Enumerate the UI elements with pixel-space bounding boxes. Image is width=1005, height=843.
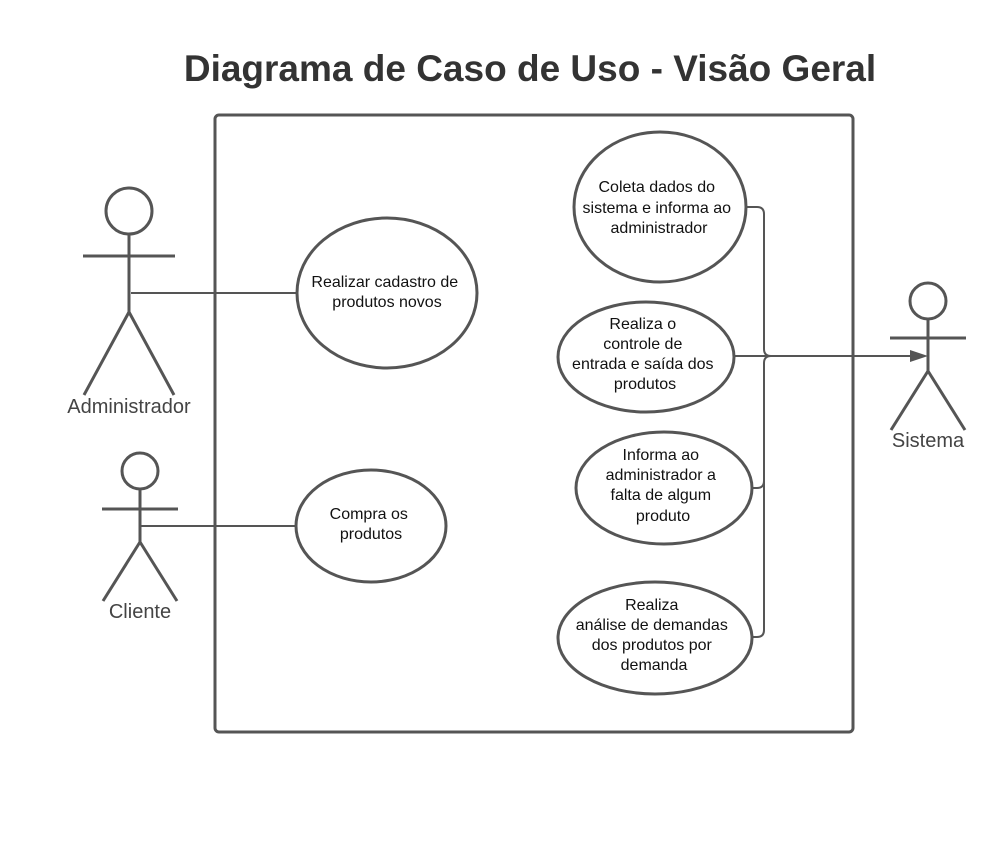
usecase-coleta-label: Coleta dados do sistema e informa ao adm… <box>583 179 736 237</box>
connector-falta <box>752 355 772 489</box>
usecase-compra[interactable] <box>294 468 448 584</box>
usecase-controle[interactable] <box>556 300 736 414</box>
diagram-title: Diagrama de Caso de Uso - Visão Geral <box>183 48 877 89</box>
connector-analise <box>752 363 765 638</box>
usecase-coleta[interactable] <box>572 130 748 284</box>
actor-sistema-label: Sistema <box>892 430 965 452</box>
usecase-compra-label: Compra os produtos <box>330 506 413 543</box>
connector-coleta <box>746 206 772 357</box>
usecase-analise-label: Realiza análise de demandas dos produtos… <box>576 597 733 674</box>
actor-administrador-label: Administrador <box>67 396 191 418</box>
actor-cliente[interactable] <box>101 451 179 602</box>
actor-sistema[interactable] <box>889 281 967 431</box>
system-boundary <box>213 113 855 734</box>
usecase-falta[interactable] <box>574 430 754 546</box>
usecase-controle-label: Realiza o controle de entrada e saída do… <box>572 316 718 393</box>
usecase-analise[interactable] <box>556 580 754 696</box>
usecase-cadastro[interactable] <box>295 216 479 370</box>
actor-cliente-label: Cliente <box>109 601 171 623</box>
arrowhead-sistema <box>910 350 928 362</box>
usecase-falta-label: Informa ao administrador a falta de algu… <box>606 447 721 525</box>
actor-administrador[interactable] <box>82 186 176 396</box>
usecase-cadastro-label: Realizar cadastro de produtos novos <box>311 274 462 311</box>
